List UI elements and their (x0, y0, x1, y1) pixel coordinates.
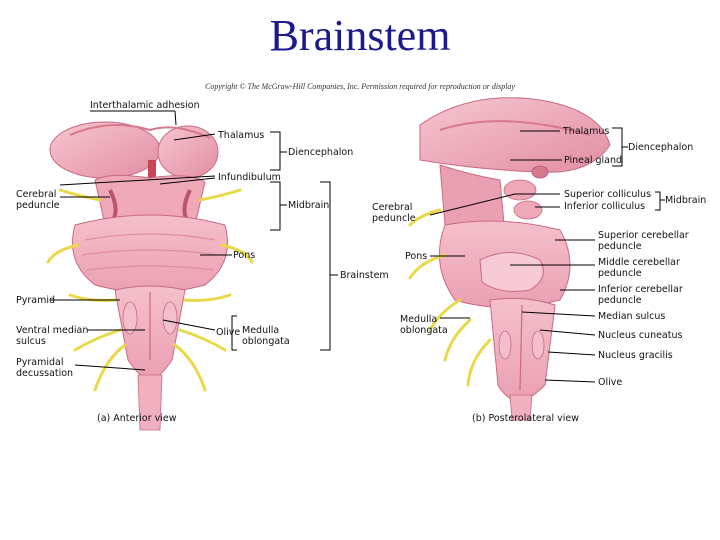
label-midbrain-anterior: Midbrain (288, 200, 330, 211)
posterolateral-view-drawing (408, 97, 611, 421)
slide-title: Brainstem (269, 11, 451, 60)
label-ventral-median-sulcus: Ventral median sulcus (16, 325, 89, 347)
label-pons-posterolateral: Pons (405, 251, 428, 262)
label-pyramid: Pyramid (16, 295, 56, 306)
label-median-sulcus: Median sulcus (598, 311, 666, 322)
anterior-view-drawing (46, 121, 254, 431)
label-brainstem: Brainstem (340, 270, 389, 281)
copyright-notice: Copyright © The McGraw-Hill Companies, I… (205, 82, 515, 91)
label-pineal-gland: Pineal gland (564, 155, 623, 166)
label-infundibulum: Infundibulum (218, 172, 281, 183)
label-thalamus-posterolateral: Thalamus (563, 126, 610, 137)
label-superior-cerebellar-peduncle: Superior cerebellar peduncle (598, 230, 689, 252)
label-olive-posterolateral: Olive (598, 377, 623, 388)
label-olive-anterior: Olive (216, 327, 241, 338)
label-middle-cerebellar-peduncle: Middle cerebellar peduncle (598, 257, 680, 279)
label-pyramidal-decussation: Pyramidal decussation (16, 357, 74, 379)
label-inferior-colliculus: Inferior colliculus (564, 201, 646, 212)
label-interthalamic-adhesion: Interthalamic adhesion (90, 100, 200, 111)
label-medulla-posterolateral: Medulla oblongata (400, 314, 448, 336)
caption-anterior-view: (a) Anterior view (97, 413, 177, 424)
label-nucleus-gracilis: Nucleus gracilis (598, 350, 673, 361)
label-superior-colliculus: Superior colliculus (564, 189, 652, 200)
leader-lines (50, 110, 665, 383)
label-nucleus-cuneatus: Nucleus cuneatus (598, 330, 683, 341)
label-thalamus-anterior: Thalamus (218, 130, 265, 141)
caption-posterolateral-view: (b) Posterolateral view (472, 413, 579, 424)
label-cerebral-peduncle-anterior: Cerebral peduncle (16, 189, 60, 211)
label-medulla-anterior: Medulla oblongata (242, 325, 290, 347)
label-pons-anterior: Pons (233, 250, 256, 261)
label-diencephalon-posterolateral: Diencephalon (628, 142, 694, 153)
label-inferior-cerebellar-peduncle: Inferior cerebellar peduncle (598, 284, 683, 306)
label-diencephalon-anterior: Diencephalon (288, 147, 354, 158)
label-cerebral-peduncle-posterolateral: Cerebral peduncle (372, 202, 416, 224)
label-midbrain-posterolateral: Midbrain (665, 195, 707, 206)
